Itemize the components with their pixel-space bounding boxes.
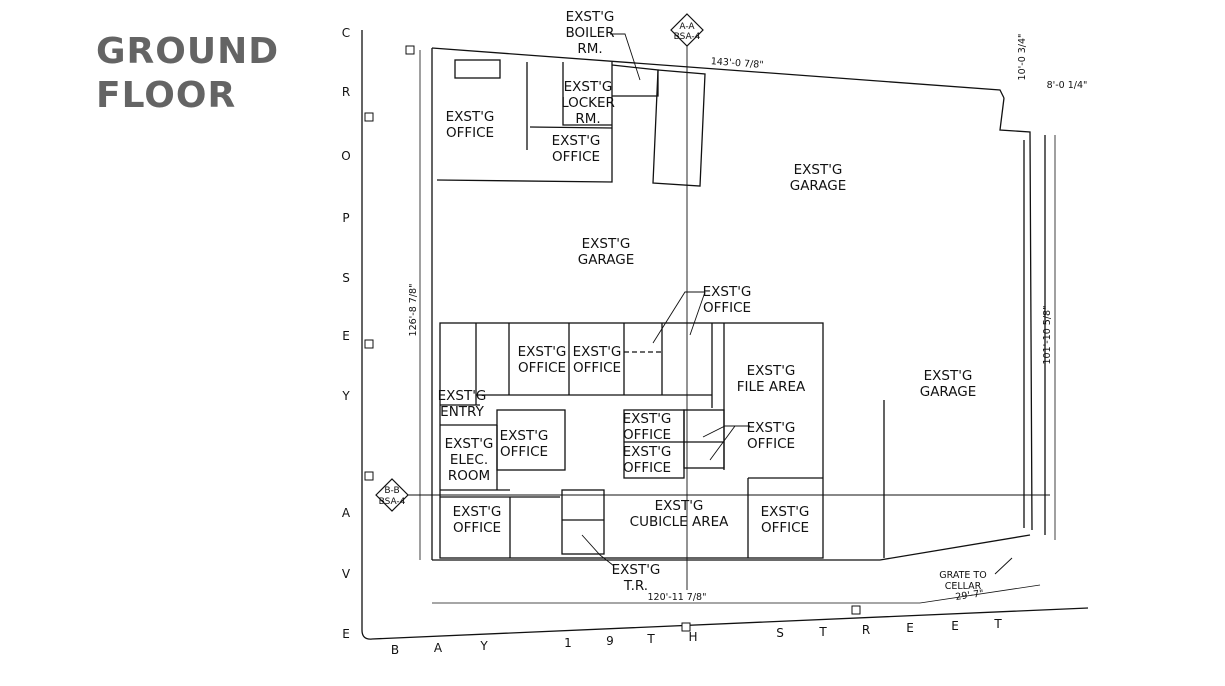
dim-southeast: 29'-7" [955,588,985,603]
street-south-letter: R [862,623,870,637]
street-south-letter: A [434,641,443,655]
marker [851,605,861,615]
street-west-letter: S [342,271,350,285]
office-mid-east-leader-a [702,425,750,438]
garage-partition [652,69,706,187]
site-markers [364,45,861,632]
boiler-leader [610,33,641,81]
toilet-leader [581,534,615,567]
marker [364,471,374,481]
section-bb-top: B-B [384,486,399,496]
marker [681,622,691,632]
street-south-name: B A Y 1 9 T H S T R E E T [391,617,1002,657]
title-line-1: GROUND [96,31,280,72]
dim-west: 126'-8 7/8" [408,284,419,337]
street-south-letter: E [906,621,914,635]
plan-walls [361,30,1089,640]
section-mark-aa: A-A BSA-4 [670,13,704,47]
center-office [496,409,566,471]
street-south-letter: T [993,617,1002,631]
office-callout-leader-a [652,291,705,344]
east-wall [999,97,1033,531]
callout-leaders [581,33,1013,575]
street-west-letter: E [342,627,350,641]
north-wall [431,47,1005,99]
street-south-letter: 1 [564,636,572,650]
dim-south: 120'-11 7/8" [648,592,707,603]
street-south-letter: E [951,619,959,633]
closet-block [683,409,725,469]
office-block [439,322,824,559]
street-south-letter: T [818,625,827,639]
street-west-letter: V [342,567,351,581]
street-west-letter: C [342,26,350,40]
office-north-divider [529,126,613,129]
street-west-letter: A [342,506,351,520]
street-south-letter: Y [479,639,488,653]
street-west-letter: P [342,211,349,225]
street-south-letter: B [391,643,399,657]
street-west-letter: O [341,149,350,163]
section-aa-top: A-A [679,22,695,32]
street-curb [361,30,1089,640]
street-west-letter: Y [341,389,350,403]
locker-room-wall [562,62,612,126]
north-block-south-wall [436,62,613,183]
street-west-name: C R O P S E Y A V E [341,26,351,641]
street-south-letter: H [688,630,697,644]
section-aa-bottom: BSA-4 [674,32,701,42]
boiler-room-walls [611,64,659,97]
dim-line-se [919,584,1041,604]
section-bb-bottom: BSA-4 [379,497,406,507]
south-wall [432,534,1031,561]
street-south-letter: 9 [606,634,614,648]
street-west-letter: R [342,85,350,99]
page-title: GROUND FLOOR [96,30,279,118]
dim-east: 101'-10 5/8" [1042,306,1053,365]
dim-north: 143'-0 7/8" [710,56,764,71]
grate-leader [994,557,1013,575]
marker [364,112,374,122]
title-line-2: FLOOR [96,75,237,116]
office-callout-leader-b [689,291,706,336]
toilet-room [561,489,605,555]
street-west-letter: E [342,329,350,343]
street-south-letter: S [776,626,784,640]
dim-northeast-vertical: 10'-0 3/4" [1017,34,1028,81]
office-mid-east-leader-b [709,425,750,461]
marker [364,339,374,349]
marker [405,45,415,55]
section-mark-bb: B-B BSA-4 [375,478,409,512]
north-stair [454,59,501,79]
dim-northeast-horizontal: 8'-0 1/4" [1047,80,1088,91]
street-south-letter: T [646,632,655,646]
